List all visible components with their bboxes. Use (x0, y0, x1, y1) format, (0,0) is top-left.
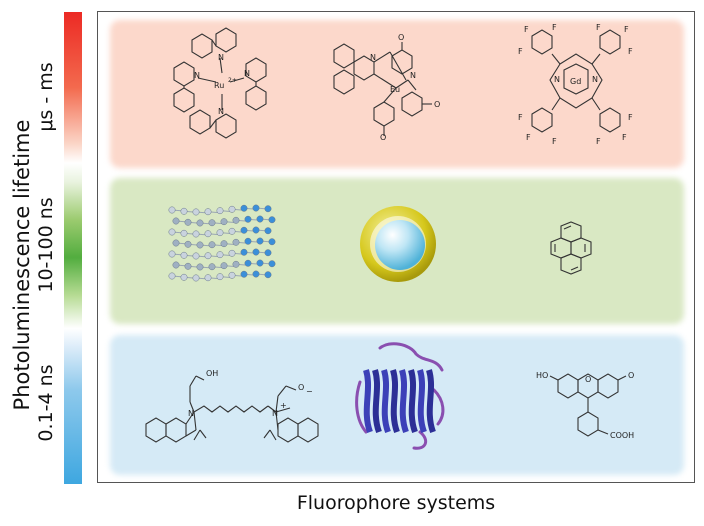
gd-f-label-3: F (596, 23, 601, 32)
gd-f-label-12: F (622, 133, 627, 142)
quantum-dot-core (375, 220, 425, 270)
eu-o-label-2: O (434, 100, 440, 109)
cyanine-n-label-1: N (188, 409, 194, 418)
gd-f-label-5: F (518, 47, 523, 56)
x-axis-title: Fluorophore systems (296, 492, 496, 514)
cyanine-plus-label: + (280, 401, 287, 410)
lifetime-color-bar (64, 12, 82, 484)
gfp-beta-strands (363, 369, 436, 434)
gd-n-label-2: N (592, 75, 598, 84)
gd-f-label-10: F (552, 137, 557, 146)
fluorescein-structure: HO O O COOH (536, 371, 634, 440)
gd-f-label-1: F (524, 25, 529, 34)
gd-f-label-2: F (552, 23, 557, 32)
cyanine-oh-label: OH (206, 369, 218, 378)
band-us-ms (110, 20, 684, 168)
ru-n-label-4: N (218, 107, 224, 116)
ru-n-label-2: N (194, 71, 200, 80)
gd-f-label-7: F (518, 113, 523, 122)
gd-f-label-6: F (628, 47, 633, 56)
cyanine-dye-structure: OH O − N N + (145, 369, 319, 443)
cyanine-minus-label: − (306, 387, 313, 396)
eu-o-label-1: O (398, 33, 404, 42)
nanotube-atoms (168, 204, 276, 282)
fluorescein-o-label-2: O (585, 375, 591, 384)
fluorescein-cooh-label: COOH (610, 431, 634, 440)
ru-center-label: Ru (214, 81, 224, 90)
gd-f-label-9: F (526, 133, 531, 142)
ru-n-label-3: N (244, 69, 250, 78)
cyanine-n-label-2: N (272, 409, 278, 418)
eu-o-label-3: O (380, 133, 386, 142)
cyanine-o-label: O (298, 383, 304, 392)
gd-f-label-8: F (628, 113, 633, 122)
gfp-protein-structure (355, 342, 445, 450)
eu-n-label-2: N (410, 71, 416, 80)
pyrene-structure (550, 221, 592, 275)
fluorescein-o-label-1: O (628, 371, 634, 380)
ru-n-label-1: N (218, 53, 224, 62)
band-label-0-1-4-ns: 0.1-4 ns (35, 364, 57, 442)
quantum-dot (360, 206, 436, 282)
europium-cryptate-complex: Eu O O O N N (333, 33, 440, 142)
band-label-us-ms: μs - ms (35, 62, 57, 132)
gd-center-label: Gd (570, 77, 581, 86)
gd-f-label-11: F (596, 137, 601, 146)
fluorescein-ho-label: HO (536, 371, 548, 380)
eu-n-label-1: N (370, 53, 376, 62)
band-label-10-100-ns: 10-100 ns (35, 197, 57, 293)
gd-n-label-1: N (554, 75, 560, 84)
eu-center-label: Eu (390, 85, 400, 94)
gd-f-label-4: F (624, 25, 629, 34)
ru-charge-label: 2+ (228, 77, 237, 84)
carbon-nanotube (168, 204, 276, 282)
ru-bipyridine-complex: Ru 2+ N N N N (173, 27, 267, 139)
gd-porphyrin-complex: Gd N N F F F F F F F F F F F F (518, 23, 633, 146)
